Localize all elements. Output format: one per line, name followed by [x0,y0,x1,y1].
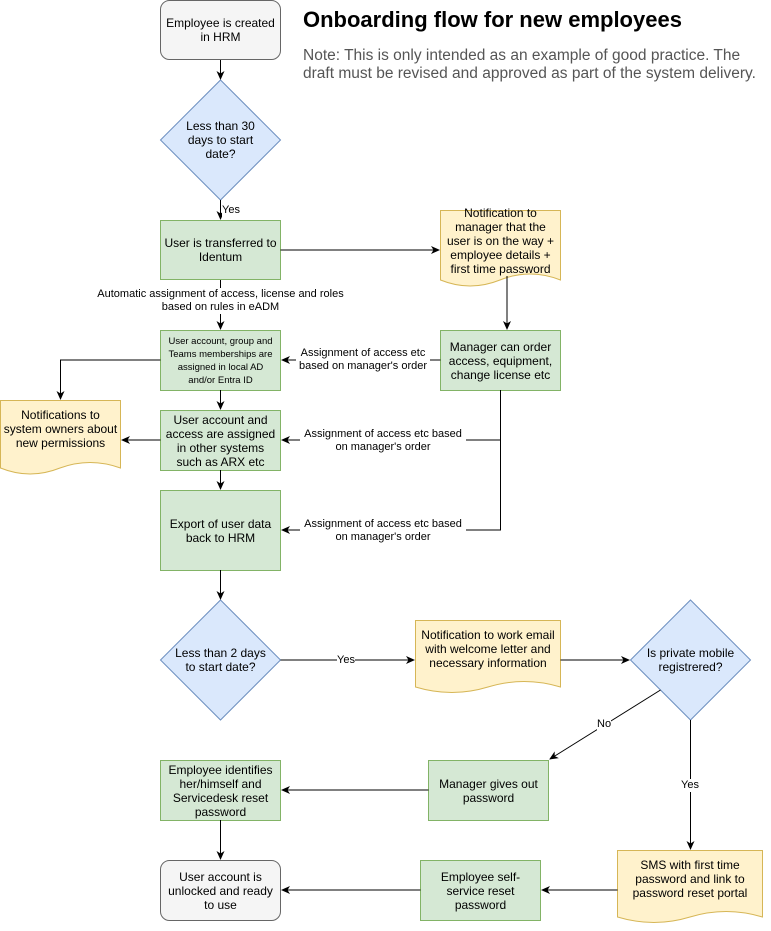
page-title: Onboarding flow for new employees [303,7,682,32]
shape-notify-email [415,620,561,693]
edge-label-yes-2days: Yes [337,654,355,667]
node-notify-email[interactable]: Notification to work email with welcome … [421,628,555,670]
node-notify-owners[interactable]: Notifications to system owners about new… [3,408,118,450]
node-other-systems[interactable]: User account and access are assigned in … [165,412,276,469]
shape-other-systems [160,410,281,471]
node-private-mobile[interactable]: Is private mobile registrered? [646,646,735,674]
edge-label-yes-30days: Yes [222,204,240,217]
shape-transferred-identum [160,220,281,280]
node-transferred-identum[interactable]: User is transferred to Identum [164,236,277,264]
node-export-hrm[interactable]: Export of user data back to HRM [169,516,272,545]
node-less-30-days[interactable]: Less than 30 days to start date? [186,119,255,161]
node-sms[interactable]: SMS with first time password and link to… [632,858,748,900]
shape-self-service [420,860,541,921]
node-manager-order[interactable]: Manager can order access, equipment, cha… [448,339,553,382]
page-note: Note: This is only intended as an exampl… [303,47,756,82]
shape-unlocked [160,860,281,921]
shape-notify-manager [440,210,561,287]
node-unlocked[interactable]: User account is unlocked and ready to us… [168,869,273,912]
node-manager-password[interactable]: Manager gives out password [439,776,538,805]
shape-manager-password [428,760,549,821]
node-self-service[interactable]: Employee self-service reset password [440,869,521,912]
edge-label-order-3: Assignment of access etc based on manage… [300,518,466,544]
shape-manager-order [440,330,561,391]
edge-label-order-2: Assignment of access etc based on manage… [300,428,466,454]
shape-employee-created [160,0,281,60]
shape-less-2-days [159,599,282,721]
node-less-2-days[interactable]: Less than 2 days to start date? [175,646,266,674]
node-account-group[interactable]: User account, group and Teams membership… [168,335,273,386]
edge-label-order-1: Assignment of access etc based on manage… [296,347,430,373]
shape-servicedesk-reset [160,760,281,821]
edge-account-group-to-notify-owners [56,359,161,400]
shape-sms [617,850,763,923]
node-employee-created[interactable]: Employee is created in HRM [166,16,275,44]
edge-label-no-mobile: No [597,718,612,731]
shape-notify-owners [0,400,121,475]
node-servicedesk-reset[interactable]: Employee identifies her/himself and Serv… [168,762,273,819]
node-notify-manager[interactable]: Notification to manager that the user is… [446,206,555,276]
edge-label-yes-mobile: Yes [681,779,699,792]
edge-label-auto-assign: Automatic assignment of access, license … [93,288,348,314]
shape-export-hrm [160,490,281,571]
